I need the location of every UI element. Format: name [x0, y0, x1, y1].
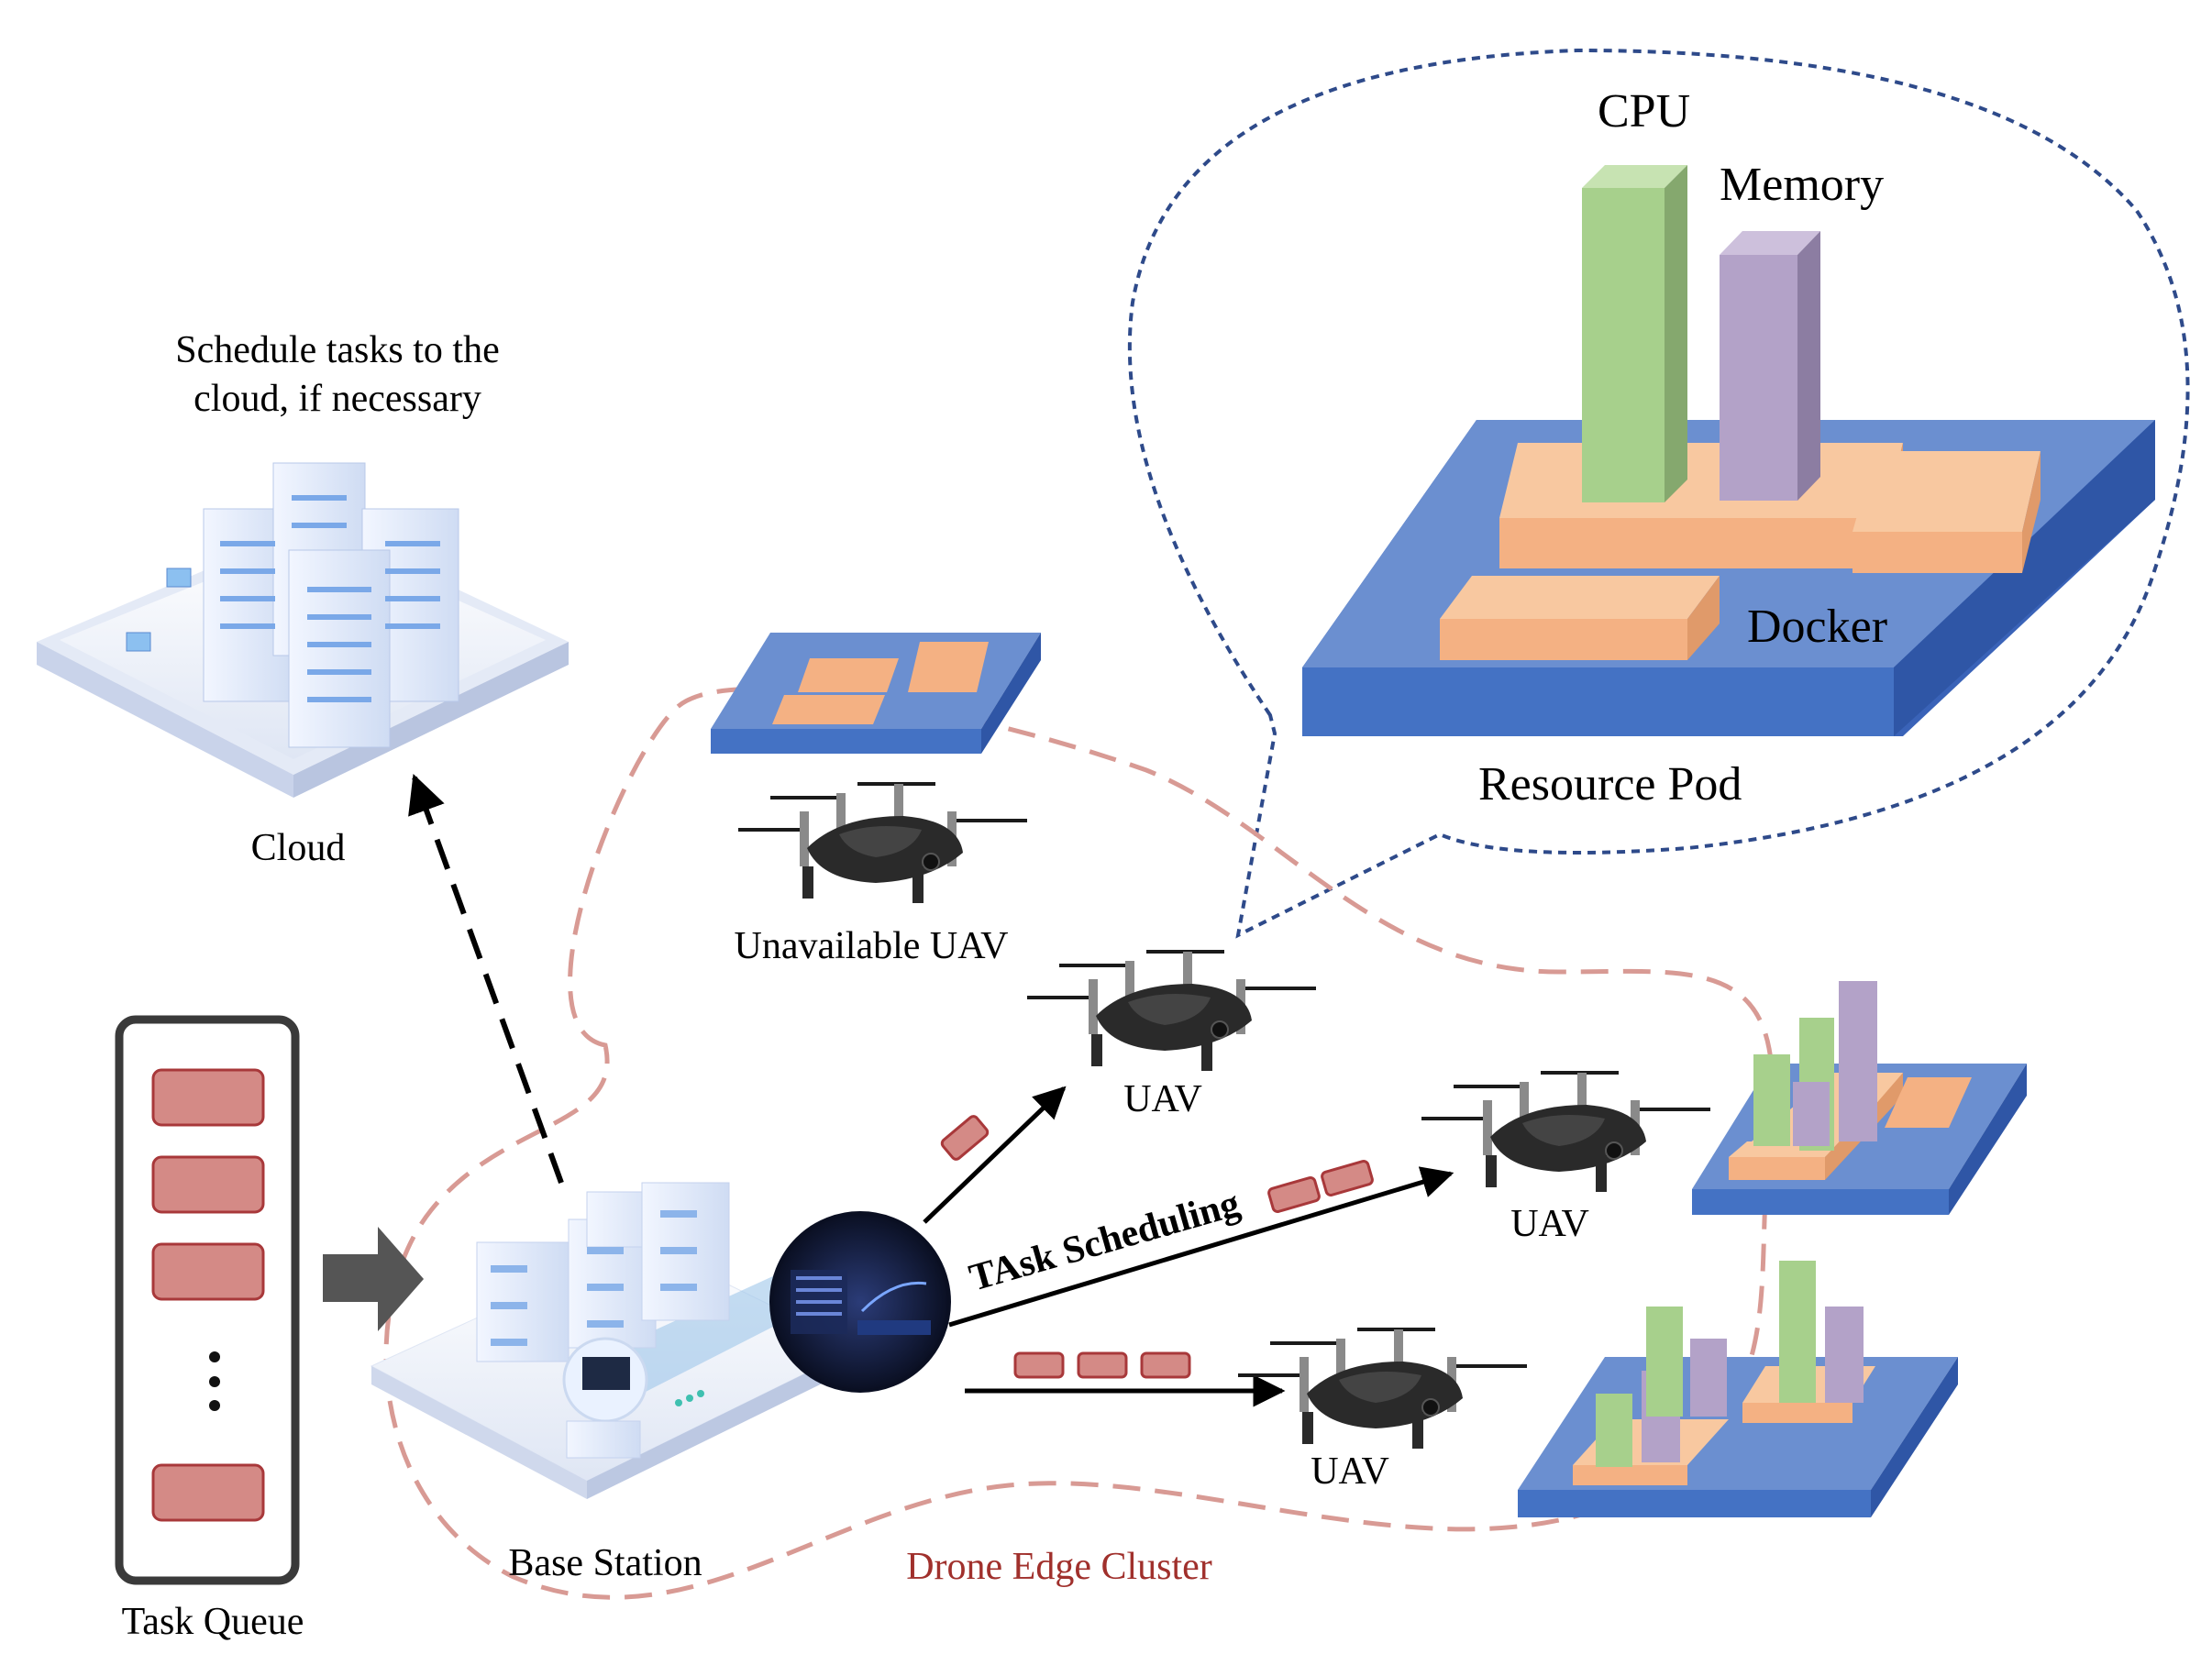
task-item	[151, 1242, 265, 1301]
cpu-bar	[1779, 1261, 1816, 1403]
resource-pod-middle	[1692, 981, 2027, 1215]
docker-block	[1440, 576, 1720, 660]
drone-edge-cluster-label: Drone Edge Cluster	[906, 1546, 1212, 1588]
task-in-flight	[1077, 1351, 1128, 1379]
task-in-flight	[940, 1115, 990, 1161]
task-item	[151, 1068, 265, 1127]
task-item	[151, 1155, 265, 1214]
task-scheduling-label: TAsk Scheduling	[965, 1183, 1244, 1300]
drone-unavailable	[738, 782, 1027, 903]
cloud-label: Cloud	[251, 827, 346, 869]
docker-label: Docker	[1747, 601, 1887, 653]
offload-to-cloud-arrow	[408, 774, 564, 1185]
memory-bar	[1839, 981, 1877, 1141]
memory-bar	[1690, 1339, 1727, 1417]
task-queue-label: Task Queue	[122, 1601, 304, 1643]
uav-middle-label: UAV	[1510, 1203, 1589, 1245]
task-in-flight	[1013, 1351, 1065, 1379]
cpu-label: CPU	[1598, 85, 1690, 138]
docker-block	[1853, 451, 2041, 573]
task-item	[151, 1463, 265, 1522]
cpu-bar	[1596, 1394, 1632, 1467]
task-in-flight	[1267, 1176, 1321, 1213]
uav-bottom-label: UAV	[1311, 1450, 1389, 1493]
memory-label: Memory	[1720, 159, 1884, 211]
base-station-label: Base Station	[508, 1542, 702, 1584]
memory-bar	[1720, 231, 1820, 501]
cpu-bar	[1646, 1307, 1683, 1417]
unavailable-uav-label: Unavailable UAV	[735, 925, 1009, 967]
cloud-datacenter	[37, 462, 569, 798]
task-queue	[115, 1015, 300, 1585]
cpu-bar	[1753, 1054, 1790, 1146]
server-rack	[476, 1182, 730, 1362]
cloud-note-line1: Schedule tasks to the	[175, 329, 499, 371]
queue-to-base-arrow	[323, 1227, 424, 1331]
drone-uav-middle	[1421, 1071, 1710, 1192]
scheduler-monitor	[769, 1211, 951, 1393]
server-tower	[288, 549, 391, 748]
resource-pod-callout: CPU Memory Docker Resource Pod	[1127, 48, 2190, 939]
task-in-flight	[1321, 1160, 1374, 1196]
task-in-flight	[1140, 1351, 1191, 1379]
drone-edge-cluster-boundary	[383, 686, 1775, 1600]
drone-uav-bottom	[1238, 1328, 1527, 1449]
docker-block	[1499, 443, 1903, 568]
resource-pod-label: Resource Pod	[1478, 758, 1742, 810]
ellipsis-dots	[209, 1351, 220, 1411]
schedule-arrow-top	[923, 1086, 1067, 1224]
cloud-note-line2: cloud, if necessary	[194, 378, 481, 420]
workstation-icon	[562, 1337, 648, 1459]
cpu-bar	[1582, 165, 1687, 502]
uav-top-label: UAV	[1123, 1078, 1202, 1120]
schedule-arrow-middle	[948, 1166, 1454, 1328]
drone-uav-top	[1027, 950, 1316, 1071]
memory-bar	[1825, 1307, 1864, 1403]
memory-bar	[1793, 1082, 1830, 1146]
resource-pod-unavailable	[711, 633, 1041, 754]
resource-pod-bottom	[1518, 1261, 1958, 1517]
